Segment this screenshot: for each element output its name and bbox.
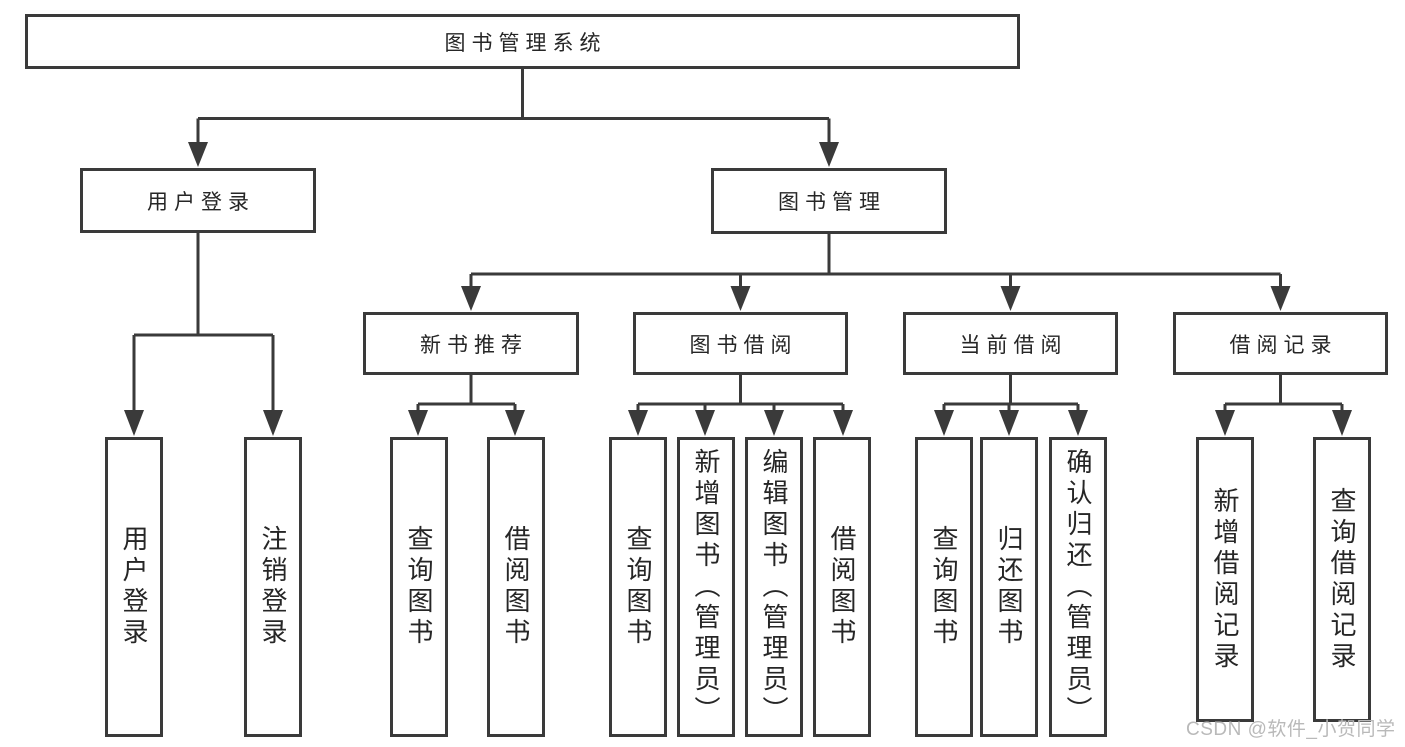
leaf-nbr-borrow-books: 借阅图书 (487, 437, 545, 737)
arrowhead (1215, 410, 1235, 436)
node-root-label: 图书管理系统 (444, 31, 607, 55)
leaf-br-query-record: 查询借阅记录 (1313, 437, 1371, 722)
arrowhead (764, 410, 784, 436)
arrowhead (188, 142, 208, 167)
leaf-bb-query-books: 查询图书 (609, 437, 667, 737)
arrowhead (934, 410, 954, 436)
arrowhead (408, 410, 428, 436)
leaf-br-add-record-label: 新增借阅记录 (1210, 486, 1240, 673)
connector-line (196, 67, 831, 145)
arrowhead (1000, 286, 1021, 311)
arrowhead (461, 286, 481, 311)
leaf-nbr-query-books-label: 查询图书 (404, 525, 434, 649)
leaf-br-query-record-label: 查询借阅记录 (1327, 486, 1357, 673)
arrowhead (730, 286, 751, 311)
watermark: CSDN @软件_小贺同学 (1186, 719, 1396, 740)
connector-line (942, 375, 1080, 413)
arrowhead (999, 410, 1019, 436)
arrowhead (695, 410, 715, 436)
leaf-cb-query-books-label: 查询图书 (929, 525, 959, 649)
connector-book-borrowing-children (628, 375, 853, 436)
leaf-nbr-borrow-books-label: 借阅图书 (501, 525, 531, 649)
arrowhead (505, 410, 525, 436)
leaf-cb-confirm-return-admin-label: 确认归还（管理员） (1063, 447, 1093, 727)
connector-borrowing-records-children (1215, 375, 1352, 436)
leaf-cb-confirm-return-admin: 确认归还（管理员） (1049, 437, 1107, 737)
node-current-borrowing-label: 当前借阅 (959, 333, 1068, 357)
node-new-book-recommend: 新书推荐 (363, 312, 579, 375)
arrowhead (1068, 410, 1088, 436)
connector-line (416, 375, 517, 413)
leaf-bb-edit-books-admin-label: 编辑图书（管理员） (759, 447, 789, 727)
arrowhead (819, 142, 839, 167)
leaf-logout: 注销登录 (244, 437, 302, 737)
node-book-management: 图书管理 (711, 168, 947, 234)
node-borrowing-records: 借阅记录 (1173, 312, 1388, 375)
leaf-logout-label: 注销登录 (258, 525, 288, 649)
leaf-bb-add-books-admin: 新增图书（管理员） (677, 437, 735, 737)
leaf-bb-borrow-books-label: 借阅图书 (827, 525, 857, 649)
node-current-borrowing: 当前借阅 (903, 312, 1118, 375)
connector-new-book-recommend-children (408, 375, 525, 436)
node-book-borrowing: 图书借阅 (633, 312, 848, 375)
connector-line (469, 234, 1282, 290)
node-new-book-recommend-label: 新书推荐 (420, 333, 528, 357)
arrowhead (833, 410, 853, 436)
arrowhead (1270, 286, 1291, 311)
leaf-br-add-record: 新增借阅记录 (1196, 437, 1254, 722)
connector-root-to-level2 (188, 67, 839, 167)
leaf-user-login: 用户登录 (105, 437, 163, 737)
connector-user-login-children (124, 232, 283, 436)
leaf-cb-return-books-label: 归还图书 (994, 525, 1024, 649)
arrowhead (1332, 410, 1352, 436)
node-user-login-label: 用户登录 (147, 190, 255, 214)
leaf-nbr-query-books: 查询图书 (390, 437, 448, 737)
leaf-cb-query-books: 查询图书 (915, 437, 973, 737)
leaf-cb-return-books: 归还图书 (980, 437, 1038, 737)
leaf-bb-edit-books-admin: 编辑图书（管理员） (745, 437, 803, 737)
leaf-user-login-label: 用户登录 (119, 525, 149, 649)
connector-line (636, 375, 845, 413)
connector-line (132, 232, 275, 413)
connector-current-borrowing-children (934, 375, 1088, 436)
node-root: 图书管理系统 (25, 14, 1020, 69)
connector-book-management-children (461, 234, 1291, 311)
arrowhead (263, 410, 283, 436)
node-book-management-label: 图书管理 (778, 191, 886, 214)
connector-line (1223, 375, 1344, 413)
leaf-bb-add-books-admin-label: 新增图书（管理员） (691, 447, 721, 727)
node-borrowing-records-label: 借阅记录 (1229, 333, 1338, 357)
arrowhead (628, 410, 648, 436)
node-user-login: 用户登录 (80, 168, 316, 233)
leaf-bb-borrow-books: 借阅图书 (813, 437, 871, 737)
arrowhead (124, 410, 144, 436)
node-book-borrowing-label: 图书借阅 (689, 333, 798, 357)
leaf-bb-query-books-label: 查询图书 (623, 525, 653, 649)
